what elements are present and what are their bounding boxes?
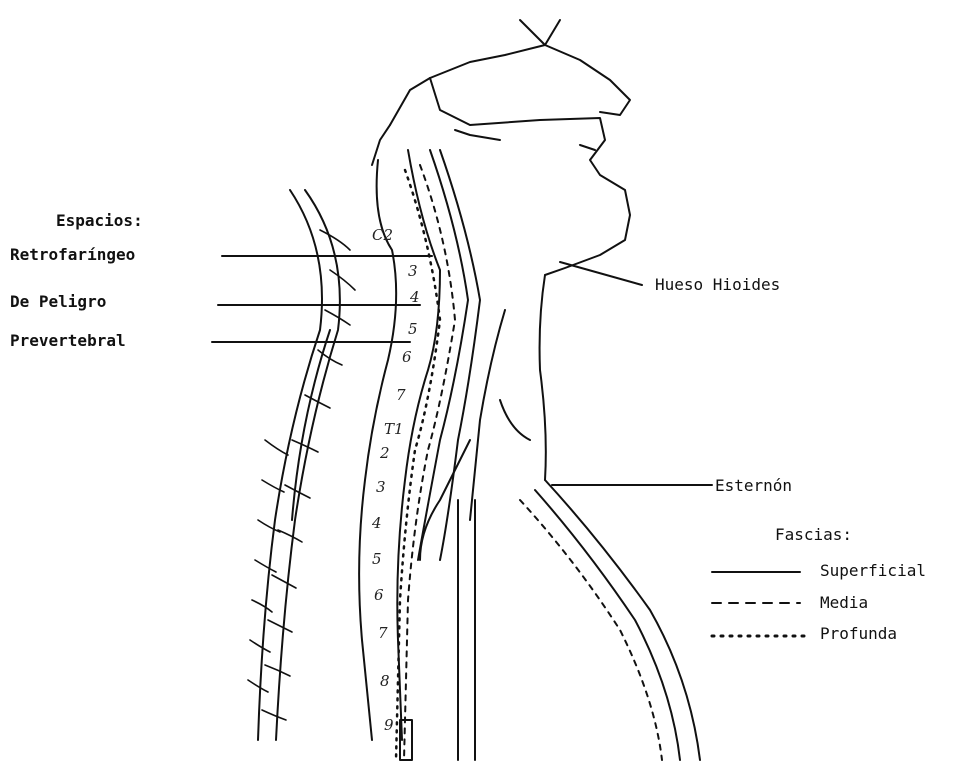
fascias-heading: Fascias:	[775, 526, 852, 544]
anterior-chest	[400, 480, 700, 760]
spaces-heading: Espacios:	[56, 212, 143, 230]
landmark-leader-lines	[552, 262, 712, 485]
spine-outline	[258, 190, 340, 740]
vertebra-label: 9	[384, 716, 394, 734]
vertebra-label: 6	[374, 586, 384, 604]
vertebra-label: 7	[396, 386, 406, 404]
head-profile	[372, 20, 630, 275]
vertebra-label: 4	[371, 514, 382, 532]
fascia-legend-lines	[712, 572, 806, 636]
vertebra-label: 7	[378, 624, 388, 642]
vertebra-label: 3	[408, 262, 418, 280]
vertebra-label: 3	[376, 478, 386, 496]
fascia-label-profunda: Profunda	[820, 625, 897, 643]
vertebra-label: 2	[379, 444, 390, 462]
vertebra-label: 5	[372, 550, 382, 568]
space-label-retropharyngeal: Retrofaríngeo	[10, 246, 135, 264]
fascia-label-superficial: Superficial	[820, 562, 926, 580]
vertebra-label: C2	[372, 226, 393, 244]
vertebra-label: T1	[384, 420, 404, 438]
space-label-danger: De Peligro	[10, 293, 106, 311]
hyoid-label: Hueso Hioides	[655, 276, 780, 294]
fascia-label-media: Media	[820, 594, 868, 612]
vertebra-label: 8	[380, 672, 390, 690]
hyoid-leader-line	[560, 262, 642, 285]
vertebra-label: 4	[409, 288, 420, 306]
space-label-prevertebral: Prevertebral	[10, 332, 126, 350]
vertebra-label: 6	[402, 348, 412, 366]
vertebra-label: 5	[408, 320, 418, 338]
sternum-label: Esternón	[715, 477, 792, 495]
